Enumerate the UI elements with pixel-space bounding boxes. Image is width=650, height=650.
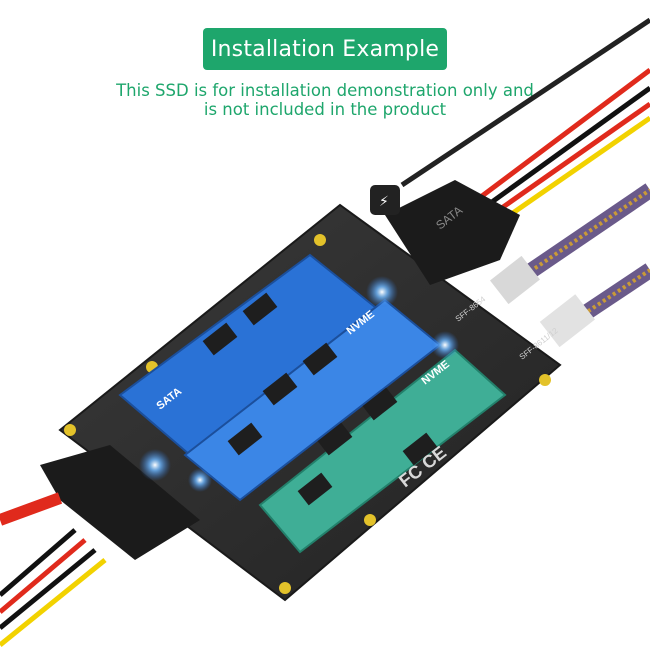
- power-cables-bottom: [0, 492, 107, 647]
- memory-chips: [202, 292, 438, 506]
- activity-leds: [139, 276, 459, 492]
- lightning-icon: ⚡: [379, 194, 389, 210]
- sff-8654-port: [490, 255, 540, 305]
- sata-power-connector: [385, 180, 520, 285]
- caption-line-1: This SSD is for installation demonstrati…: [116, 81, 534, 100]
- installation-example-badge: Installation Example: [203, 28, 447, 70]
- ribbon-cables: [520, 183, 650, 325]
- usb-c-plug: [370, 185, 400, 215]
- sff-8611-port: [539, 294, 595, 348]
- sata-data-connector: [40, 445, 200, 560]
- caption-line-2: is not included in the product: [203, 100, 447, 119]
- disclaimer-caption: This SSD is for installation demonstrati…: [0, 81, 650, 119]
- mounting-holes: [64, 234, 551, 594]
- power-cables-top: [400, 17, 650, 229]
- badge-label: Installation Example: [210, 36, 440, 62]
